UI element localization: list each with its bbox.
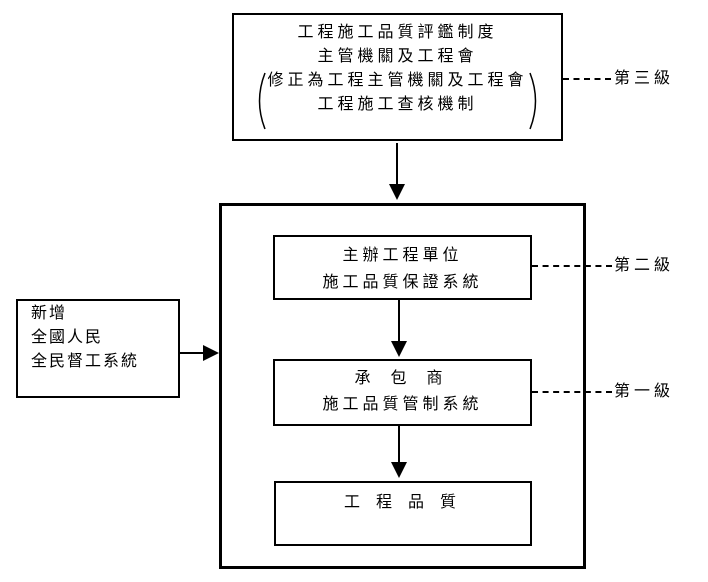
dashed-connector-level-1 [532,391,612,393]
open-paren-icon [253,72,267,135]
box-engineering-quality-line-1: 工 程 品 質 [343,494,462,511]
box-public-supervision-line-1: 新增 [31,305,68,322]
top-box-line-2: 主管機關及工程會 [317,48,478,65]
arrow-down-icon [391,341,407,357]
top-box-line-1: 工程施工品質評鑑制度 [297,24,498,41]
arrow-down-icon [391,462,407,478]
box-supervising-unit: 主辦工程單位 施工品質保證系統 [273,235,532,300]
arrow-contractor-to-quality-line [398,426,400,463]
arrow-left-box-to-container-line [180,352,204,354]
level-3-label: 第三級 [614,70,675,87]
arrow-down-icon [389,184,405,200]
box-public-supervision: 新增 全國人民 全民督工系統 [16,299,180,398]
box-contractor: 承 包 商 施工品質管制系統 [273,359,532,426]
container-box [219,203,586,569]
arrow-top-to-container-line [396,143,398,185]
top-box-paren-lines: 修正為工程主管機關及工程會 工程施工查核機制 [267,69,527,117]
top-box-evaluation-system: 工程施工品質評鑑制度 主管機關及工程會 修正為工程主管機關及工程會 工程施工查核… [232,13,563,141]
top-box-paren-group: 修正為工程主管機關及工程會 工程施工查核機制 [234,69,561,130]
box-supervising-unit-line-1: 主辦工程單位 [342,247,463,264]
box-public-supervision-line-3: 全民督工系統 [31,353,140,370]
arrow-right-icon [203,345,219,361]
box-contractor-line-1: 承 包 商 [354,370,451,387]
arrow-supervise-to-contractor-line [398,300,400,342]
box-contractor-line-2: 施工品質管制系統 [322,396,483,413]
top-box-paren-line-2: 工程施工查核機制 [317,96,478,113]
level-1-label: 第一級 [614,383,675,400]
close-paren-icon [528,72,542,135]
top-box-paren-line-1: 修正為工程主管機關及工程會 [267,72,528,89]
box-supervising-unit-line-2: 施工品質保證系統 [322,274,483,291]
box-public-supervision-line-2: 全國人民 [31,329,104,346]
dashed-connector-level-3 [563,78,611,80]
dashed-connector-level-2 [532,265,612,267]
box-engineering-quality: 工 程 品 質 [274,481,532,546]
level-2-label: 第二級 [614,257,675,274]
